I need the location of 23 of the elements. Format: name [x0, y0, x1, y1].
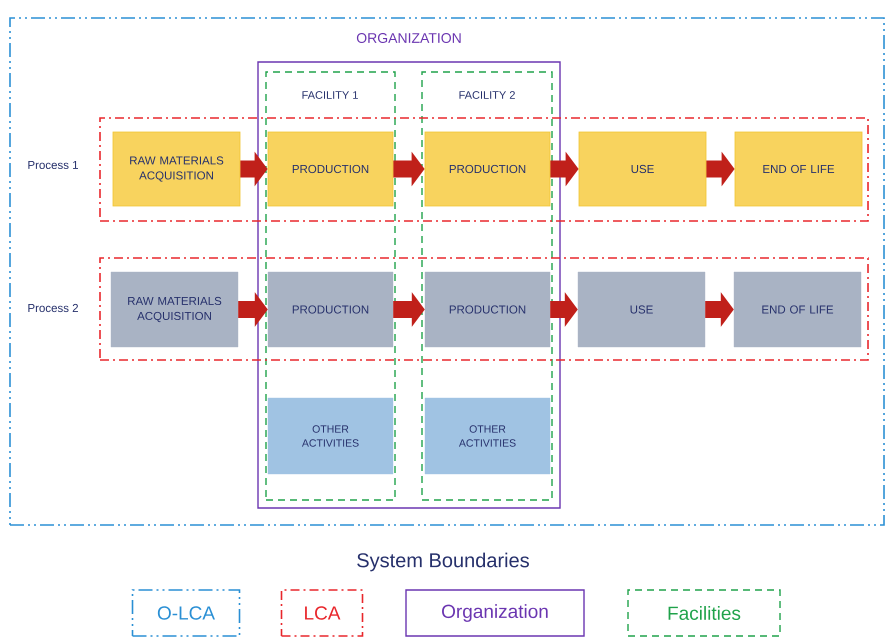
boundary-heading: Process 1	[28, 161, 78, 170]
process-box: PRODUCTION	[424, 132, 550, 206]
boundary-frame	[9, 17, 885, 526]
boundary-heading: FACILITY 2	[460, 91, 515, 99]
boundary-heading: ORGANIZATION	[356, 33, 461, 43]
process-box: PRODUCTION	[268, 132, 394, 206]
process-box: PRODUCTION	[424, 272, 550, 348]
process-box: END OF LIFE	[734, 132, 862, 206]
boundary-heading: FACILITY 1	[302, 91, 358, 99]
process-box: PRODUCTION	[268, 272, 394, 348]
legend-title: System Boundaries	[357, 552, 529, 572]
process-box: END OF LIFE	[734, 272, 862, 348]
legend-entry: O-LCA	[132, 589, 240, 637]
process-box: USE	[578, 132, 706, 206]
process-box: OTHER ACTIVITIES	[424, 398, 550, 474]
process-box: RAW MATERIALS ACQUISITION	[112, 132, 240, 206]
legend-entry: Facilities	[627, 589, 781, 637]
legend-entry: Organization	[405, 589, 585, 637]
boundary-heading: Process 2	[28, 304, 78, 312]
process-box: RAW MATERIALS ACQUISITION	[110, 272, 238, 348]
legend-entry: LCA	[280, 589, 364, 637]
process-box: OTHER ACTIVITIES	[268, 398, 394, 474]
process-box: USE	[578, 272, 706, 348]
